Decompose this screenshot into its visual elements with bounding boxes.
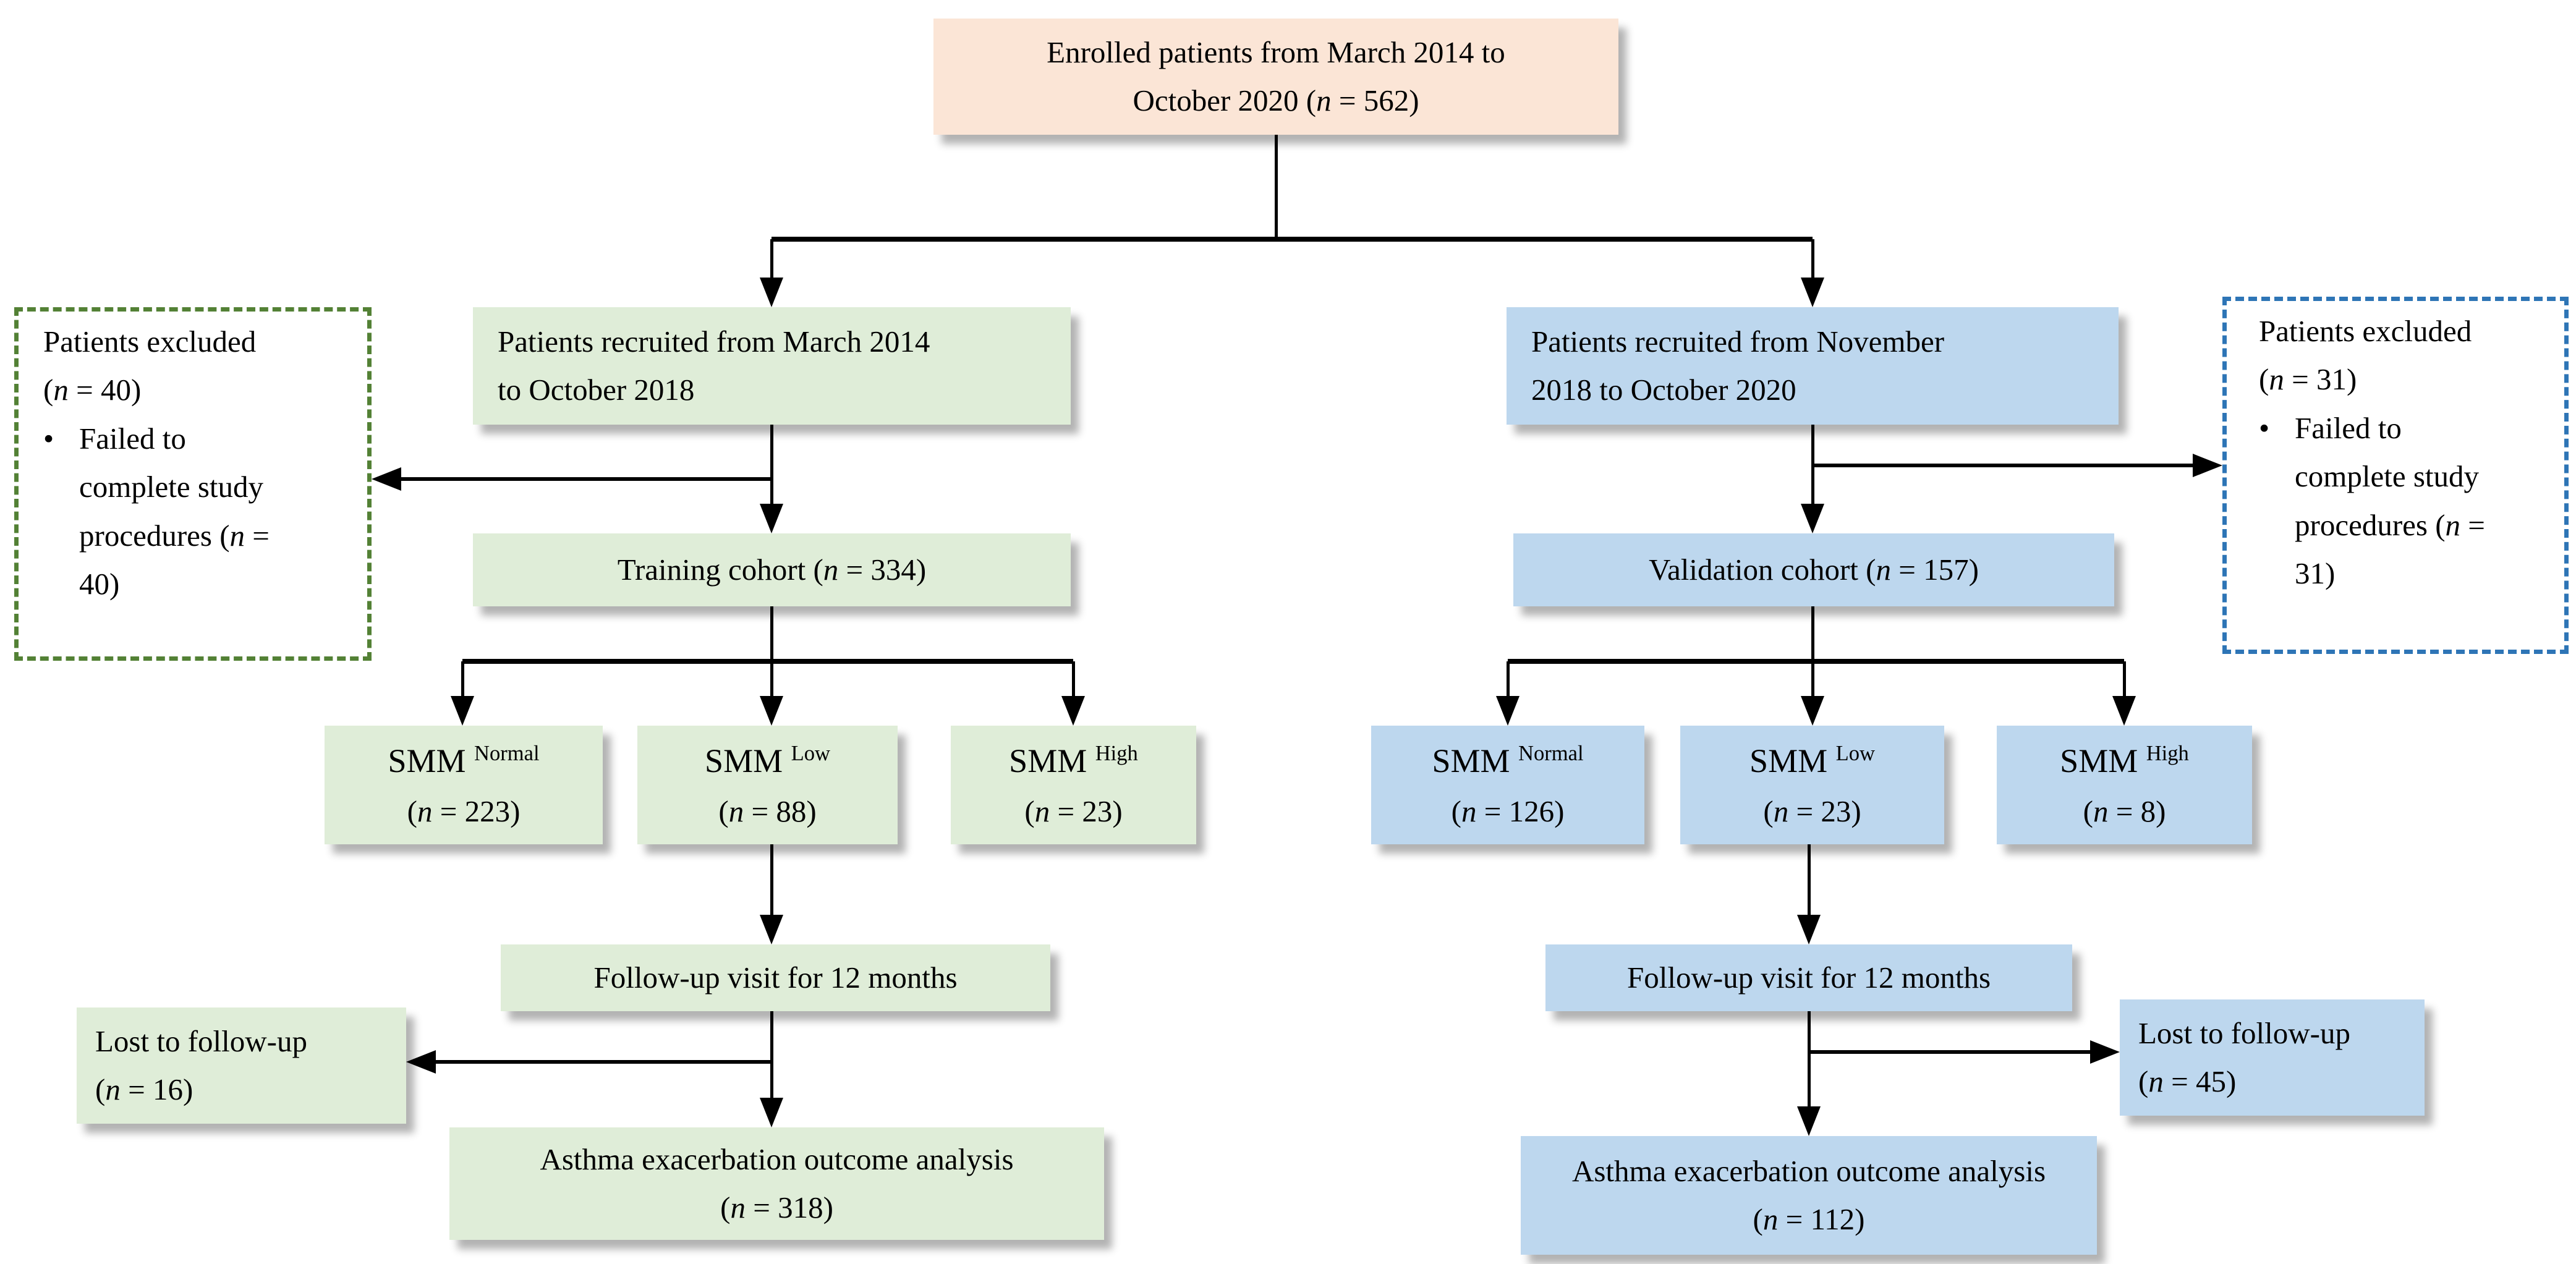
node-asthma-training: Asthma exacerbation outcome analysis(n =… (449, 1127, 1104, 1240)
connector-asthma-training-stem (770, 1011, 773, 1099)
arrowhead-asthma-training (760, 1098, 783, 1127)
excluded-training-header: Patients excluded(n = 40) (43, 324, 257, 407)
connector-smm-low-validation (1811, 661, 1814, 700)
node-smm-low-training: SMM Low(n = 88) (637, 726, 898, 844)
excluded-validation-header: Patients excluded(n = 31) (2259, 314, 2472, 397)
node-lost-training: Lost to follow-up(n = 16) (77, 1007, 406, 1124)
connector-validation-smm-bar (1508, 659, 2124, 664)
connector-to-recruited-validation (1811, 239, 1814, 280)
node-validation-cohort: Validation cohort (n = 157) (1513, 533, 2114, 606)
node-smm-high-training: SMM High(n = 23) (951, 726, 1196, 844)
connector-split-bar (772, 237, 1813, 242)
connector-smm-high-validation (2123, 661, 2126, 700)
node-lost-validation: Lost to follow-up(n = 45) (2120, 999, 2425, 1116)
arrowhead-lost-validation (2090, 1040, 2120, 1064)
node-excluded-validation: Patients excluded(n = 31) • Failed to co… (2222, 297, 2569, 654)
arrowhead-lost-training (406, 1050, 436, 1074)
connector-excluded-validation-branch (1813, 464, 2195, 467)
arrowhead-training-cohort (760, 504, 783, 533)
node-followup-validation: Follow-up visit for 12 months (1545, 944, 2072, 1011)
connector-followup-training-stem (770, 844, 773, 917)
arrowhead-smm-normal-validation (1496, 696, 1520, 726)
arrowhead-smm-high-training (1061, 696, 1085, 726)
arrowhead-recruited-training (760, 278, 783, 307)
arrowhead-followup-validation (1797, 915, 1821, 944)
bullet-icon: • (2259, 410, 2270, 445)
arrowhead-smm-low-training (760, 696, 783, 726)
excluded-validation-reason: Failed to complete study procedures (n =… (2295, 410, 2485, 590)
connector-smm-normal-validation (1507, 661, 1510, 700)
arrowhead-followup-training (760, 915, 783, 944)
connector-training-smm-stem (770, 606, 773, 663)
connector-asthma-validation-stem (1808, 1011, 1811, 1108)
arrowhead-asthma-validation (1797, 1106, 1821, 1136)
excluded-training-bullet-item: • Failed to complete study procedures (n… (43, 415, 356, 609)
arrowhead-validation-cohort (1801, 504, 1824, 533)
node-smm-normal-validation: SMM Normal(n = 126) (1371, 726, 1644, 844)
node-asthma-validation: Asthma exacerbation outcome analysis(n =… (1521, 1136, 2097, 1255)
node-smm-low-validation: SMM Low(n = 23) (1680, 726, 1944, 844)
connector-validation-smm-stem (1811, 606, 1814, 663)
connector-followup-validation-stem (1808, 844, 1811, 917)
excluded-validation-bullet-item: • Failed to complete study procedures (n… (2259, 404, 2558, 598)
excluded-training-reason: Failed to complete study procedures (n =… (79, 421, 270, 601)
connector-smm-normal-training (461, 661, 464, 700)
connector-lost-validation-branch (1809, 1050, 2093, 1054)
connector-smm-high-training (1072, 661, 1075, 700)
arrowhead-smm-low-validation (1801, 696, 1824, 726)
connector-recruited-training-stem (770, 425, 773, 506)
connector-excluded-training-branch (399, 477, 772, 481)
arrowhead-recruited-validation (1801, 278, 1824, 307)
arrowhead-smm-high-validation (2112, 696, 2136, 726)
connector-lost-training-branch (433, 1060, 772, 1064)
node-training-cohort: Training cohort (n = 334) (473, 533, 1071, 606)
connector-enrolled-stem (1275, 135, 1278, 240)
connector-smm-low-training (770, 661, 773, 700)
arrowhead-excluded-validation (2193, 454, 2222, 477)
connector-training-smm-bar (462, 659, 1073, 664)
connector-to-recruited-training (770, 239, 773, 280)
arrowhead-excluded-training (372, 467, 401, 491)
node-excluded-training: Patients excluded(n = 40) • Failed to co… (14, 307, 372, 661)
node-smm-normal-training: SMM Normal(n = 223) (325, 726, 603, 844)
node-smm-high-validation: SMM High(n = 8) (1997, 726, 2252, 844)
bullet-icon: • (43, 421, 54, 456)
node-followup-training: Follow-up visit for 12 months (501, 944, 1050, 1011)
arrowhead-smm-normal-training (451, 696, 474, 726)
